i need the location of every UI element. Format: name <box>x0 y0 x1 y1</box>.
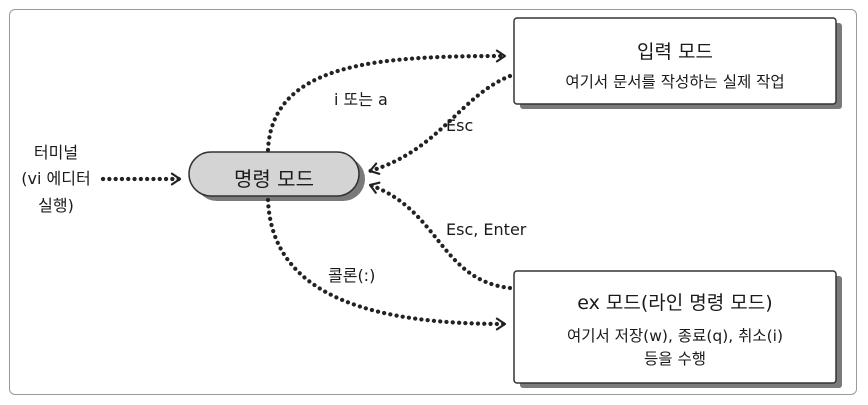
edge-command-to-ex <box>265 197 508 331</box>
ex-mode-description-line1: 여기서 저장(w), 종료(q), 취소(i) <box>566 327 784 345</box>
ex-mode-box <box>513 270 837 384</box>
edge-label-esc: Esc <box>446 116 474 135</box>
input-mode-description: 여기서 문서를 작성하는 실제 작업 <box>565 73 785 91</box>
ex-mode-title: ex 모드(라인 명령 모드) <box>577 292 773 314</box>
edge-label-colon: 콜론(:) <box>328 266 376 285</box>
terminal-label-line2: (vi 에디터 <box>21 169 91 188</box>
input-mode-box <box>513 17 837 105</box>
edge-ex-to-command <box>367 181 513 291</box>
edge-label-i-or-a: i 또는 a <box>334 90 388 109</box>
terminal-label-line1: 터미널 <box>33 143 79 162</box>
command-mode-box <box>188 151 360 197</box>
input-mode-title: 입력 모드 <box>637 41 713 63</box>
ex-mode-description-line2: 등을 수행 <box>644 350 706 368</box>
terminal-label-line3: 실행) <box>38 196 74 215</box>
command-mode-label: 명령 모드 <box>234 167 314 191</box>
edge-command-to-input <box>265 49 508 153</box>
edge-input-to-command <box>367 73 513 175</box>
edge-label-esc-enter: Esc, Enter <box>446 220 527 239</box>
